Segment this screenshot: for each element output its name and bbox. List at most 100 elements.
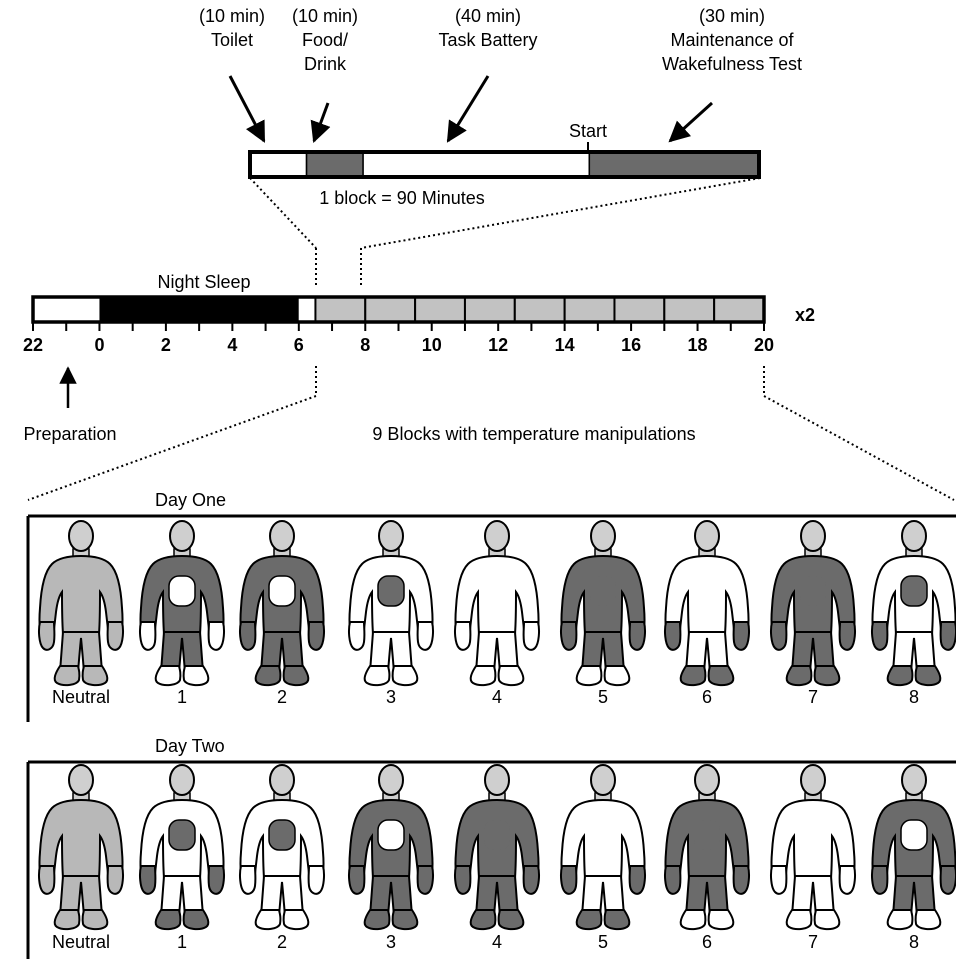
- night-sleep-segment: [99, 297, 298, 322]
- head-shape: [902, 765, 926, 795]
- head-shape: [379, 521, 403, 551]
- right-foot: [284, 666, 309, 685]
- day-two-title: Day Two: [155, 736, 225, 756]
- right-hand: [209, 622, 224, 650]
- left-foot: [156, 910, 181, 929]
- left-foot: [681, 666, 706, 685]
- body-figure: [872, 765, 956, 929]
- right-foot: [916, 666, 941, 685]
- left-foot: [365, 666, 390, 685]
- chest-patch: [901, 820, 927, 850]
- head-shape: [902, 521, 926, 551]
- head-shape: [170, 765, 194, 795]
- left-hand: [39, 866, 54, 894]
- timeline-tick-label: 10: [422, 335, 442, 355]
- right-hand: [840, 622, 855, 650]
- condition-label: Neutral: [52, 932, 110, 952]
- block-phase-segment: [589, 152, 759, 177]
- phase-mwt-duration: (30 min): [699, 6, 765, 26]
- night-sleep-label: Night Sleep: [157, 272, 250, 292]
- chest-patch: [484, 576, 510, 606]
- head-shape: [485, 521, 509, 551]
- body-figure: [665, 521, 749, 685]
- preparation-segment: [33, 297, 99, 322]
- timeline-tick-label: 8: [360, 335, 370, 355]
- block-caption: 1 block = 90 Minutes: [319, 188, 485, 208]
- body-figure: [349, 521, 433, 685]
- condition-label: 5: [598, 687, 608, 707]
- right-hand: [524, 866, 539, 894]
- right-hand: [840, 866, 855, 894]
- timeline-tick-label: 20: [754, 335, 774, 355]
- left-hand: [140, 622, 155, 650]
- wake-segment: [299, 297, 316, 322]
- body-figure: [240, 521, 324, 685]
- left-hand: [240, 866, 255, 894]
- right-hand: [418, 622, 433, 650]
- condition-label: 4: [492, 932, 502, 952]
- block-phase-segment: [250, 152, 307, 177]
- timeline-bar: [33, 297, 764, 322]
- timeline-tick-label: 14: [555, 335, 575, 355]
- temperature-block: [365, 297, 415, 322]
- condition-label: 8: [909, 687, 919, 707]
- head-shape: [695, 765, 719, 795]
- right-foot: [83, 910, 108, 929]
- left-hand: [771, 866, 786, 894]
- phase-mwt-label-2: Wakefulness Test: [662, 54, 802, 74]
- timeline-tick-label: 16: [621, 335, 641, 355]
- phase-food-label: Food/: [302, 30, 348, 50]
- condition-label: 4: [492, 687, 502, 707]
- right-hand: [941, 622, 956, 650]
- right-hand: [734, 866, 749, 894]
- expand-line-right: [764, 396, 954, 500]
- head-shape: [270, 765, 294, 795]
- left-hand: [771, 622, 786, 650]
- left-foot: [787, 910, 812, 929]
- right-hand: [108, 866, 123, 894]
- chest-patch: [269, 576, 295, 606]
- chest-patch: [901, 576, 927, 606]
- condition-label: 3: [386, 687, 396, 707]
- left-foot: [577, 666, 602, 685]
- arrow-task: [448, 76, 488, 141]
- temperature-block: [515, 297, 565, 322]
- condition-label: 3: [386, 932, 396, 952]
- left-hand: [561, 866, 576, 894]
- repeat-label: x2: [795, 305, 815, 325]
- phase-task-duration: (40 min): [455, 6, 521, 26]
- left-hand: [665, 866, 680, 894]
- right-foot: [284, 910, 309, 929]
- right-foot: [184, 910, 209, 929]
- phase-toilet-label: Toilet: [211, 30, 253, 50]
- head-shape: [801, 765, 825, 795]
- head-shape: [695, 521, 719, 551]
- left-foot: [365, 910, 390, 929]
- right-foot: [605, 666, 630, 685]
- right-hand: [630, 866, 645, 894]
- timeline-tick-label: 22: [23, 335, 43, 355]
- temperature-block: [664, 297, 714, 322]
- body-figure: [455, 521, 539, 685]
- arrow-toilet: [230, 76, 264, 141]
- timeline-tick-label: 6: [294, 335, 304, 355]
- body-figure: [349, 765, 433, 929]
- condition-label: Neutral: [52, 687, 110, 707]
- right-hand: [418, 866, 433, 894]
- body-figure: [39, 521, 123, 685]
- temperature-block: [315, 297, 365, 322]
- day-one-figures: Neutral12345678: [39, 521, 956, 707]
- chest-patch: [269, 820, 295, 850]
- temperature-block: [465, 297, 515, 322]
- right-hand: [630, 622, 645, 650]
- chest-patch: [378, 576, 404, 606]
- timeline-tick-label: 2: [161, 335, 171, 355]
- temperature-block: [565, 297, 615, 322]
- preparation-label: Preparation: [23, 424, 116, 444]
- right-foot: [393, 910, 418, 929]
- right-hand: [309, 866, 324, 894]
- day-two-figures: Neutral12345678: [39, 765, 956, 952]
- body-figure: [561, 765, 645, 929]
